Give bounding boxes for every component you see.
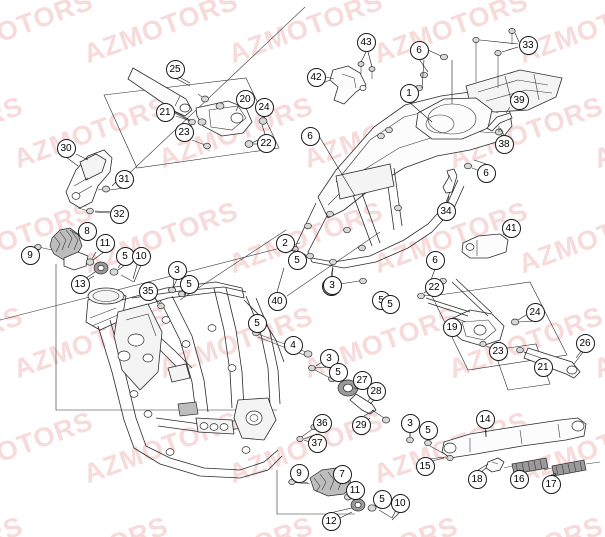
callout-26[interactable]: 26 [575, 333, 595, 353]
callout-34[interactable]: 34 [436, 201, 456, 221]
callout-23[interactable]: 23 [488, 341, 508, 361]
callout-31[interactable]: 31 [114, 169, 134, 189]
callout-42[interactable]: 42 [306, 67, 326, 87]
callout-5[interactable]: 5 [287, 250, 307, 270]
callout-10[interactable]: 10 [390, 493, 410, 513]
callout-35[interactable]: 35 [138, 281, 158, 301]
brake-pedal-assembly [65, 149, 117, 215]
callout-24[interactable]: 24 [254, 97, 274, 117]
callout-9[interactable]: 9 [20, 245, 40, 265]
callout-9[interactable]: 9 [289, 463, 309, 483]
callout-22[interactable]: 22 [256, 133, 276, 153]
left-footpeg-assembly [33, 227, 138, 283]
callout-32[interactable]: 32 [109, 204, 129, 224]
callout-22[interactable]: 22 [424, 277, 444, 297]
callout-19[interactable]: 19 [442, 317, 462, 337]
callout-1[interactable]: 1 [399, 83, 419, 103]
callout-28[interactable]: 28 [366, 381, 386, 401]
gear-linkage-assembly [127, 67, 268, 150]
callout-3[interactable]: 3 [167, 260, 187, 280]
callout-40[interactable]: 40 [267, 291, 287, 311]
callout-33[interactable]: 33 [518, 35, 538, 55]
callout-15[interactable]: 15 [415, 456, 435, 476]
callout-6[interactable]: 6 [300, 126, 320, 146]
callout-21[interactable]: 21 [533, 357, 553, 377]
callout-20[interactable]: 20 [235, 89, 255, 109]
callout-23[interactable]: 23 [174, 122, 194, 142]
callout-41[interactable]: 41 [501, 218, 521, 238]
callout-2[interactable]: 2 [275, 233, 295, 253]
spring-17 [543, 459, 601, 477]
callout-38[interactable]: 38 [494, 134, 514, 154]
callout-14[interactable]: 14 [475, 409, 495, 429]
callout-17[interactable]: 17 [541, 474, 561, 494]
callout-27[interactable]: 27 [352, 370, 372, 390]
callout-6[interactable]: 6 [476, 163, 496, 183]
callout-29[interactable]: 29 [351, 415, 371, 435]
main-frame-assembly [85, 276, 285, 479]
callout-18[interactable]: 18 [467, 469, 487, 489]
callout-7[interactable]: 7 [332, 464, 352, 484]
callout-43[interactable]: 43 [356, 32, 376, 52]
callout-13[interactable]: 13 [70, 274, 90, 294]
callout-4[interactable]: 4 [283, 335, 303, 355]
callout-3[interactable]: 3 [319, 348, 339, 368]
callout-5[interactable]: 5 [372, 489, 392, 509]
callout-11[interactable]: 11 [345, 480, 365, 500]
callout-5[interactable]: 5 [179, 274, 199, 294]
callout-39[interactable]: 39 [509, 90, 529, 110]
callout-21[interactable]: 21 [155, 102, 175, 122]
callout-5[interactable]: 5 [247, 313, 267, 333]
callout-10[interactable]: 10 [131, 246, 151, 266]
callout-16[interactable]: 16 [509, 469, 529, 489]
group-boundaries [55, 77, 568, 515]
callout-5[interactable]: 5 [380, 294, 400, 314]
callout-3[interactable]: 3 [322, 275, 342, 295]
callout-36[interactable]: 36 [312, 413, 332, 433]
callout-12[interactable]: 12 [321, 511, 341, 531]
callout-3[interactable]: 3 [400, 413, 420, 433]
callout-11[interactable]: 11 [95, 233, 115, 253]
callout-24[interactable]: 24 [525, 302, 545, 322]
callout-30[interactable]: 30 [56, 138, 76, 158]
callout-37[interactable]: 37 [307, 433, 327, 453]
callout-6[interactable]: 6 [409, 40, 429, 60]
callout-8[interactable]: 8 [77, 221, 97, 241]
callout-5[interactable]: 5 [328, 362, 348, 382]
callout-25[interactable]: 25 [165, 59, 185, 79]
callout-5[interactable]: 5 [418, 420, 438, 440]
callout-6[interactable]: 6 [425, 250, 445, 270]
